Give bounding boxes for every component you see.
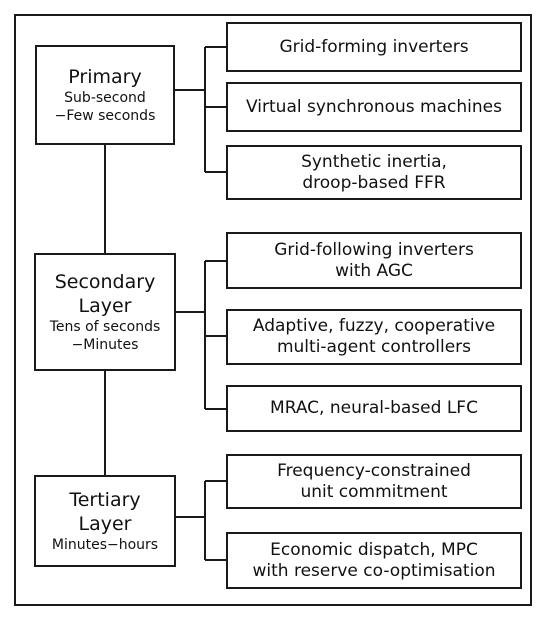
layer-name-line: Primary	[68, 66, 142, 88]
method-box-secondary-3: MRAC, neural-based LFC	[226, 385, 522, 432]
layer-name-line: Layer	[78, 295, 132, 317]
layer-name-secondary: Secondary Layer	[55, 270, 156, 318]
method-line: Synthetic inertia,	[301, 151, 447, 172]
method-line: with AGC	[335, 260, 413, 281]
layer-timescale-secondary: Tens of seconds −Minutes	[50, 318, 161, 354]
method-box-tertiary-2: Economic dispatch, MPC with reserve co-o…	[226, 532, 522, 589]
method-line: droop-based FFR	[302, 172, 446, 193]
method-line: Economic dispatch, MPC	[270, 539, 478, 560]
layer-box-primary: Primary Sub-second −Few seconds	[35, 45, 175, 145]
layer-timescale-primary: Sub-second −Few seconds	[55, 89, 156, 125]
method-box-secondary-1: Grid-following inverters with AGC	[226, 232, 522, 289]
layer-timescale-tertiary: Minutes−hours	[52, 536, 158, 554]
layer-name-line: Layer	[78, 513, 132, 535]
method-box-tertiary-1: Frequency-constrained unit commitment	[226, 454, 522, 509]
layer-name-line: Tertiary	[69, 489, 141, 511]
layer-name-line: Secondary	[54, 271, 156, 293]
layer-name-primary: Primary	[68, 65, 141, 89]
layer-name-tertiary: Tertiary Layer	[69, 488, 140, 536]
method-line: MRAC, neural-based LFC	[270, 398, 478, 418]
method-line: Virtual synchronous machines	[246, 96, 502, 117]
method-box-primary-3: Synthetic inertia, droop-based FFR	[226, 145, 522, 200]
timescale-line: −Few seconds	[54, 108, 156, 124]
method-line: multi-agent controllers	[276, 337, 472, 357]
method-line: unit commitment	[300, 481, 448, 502]
method-line: Adaptive, fuzzy, cooperative	[252, 316, 496, 336]
timescale-line: Minutes−hours	[51, 537, 159, 553]
method-line: Grid-following inverters	[274, 239, 474, 260]
method-box-primary-2: Virtual synchronous machines	[226, 82, 522, 132]
timescale-line: −Minutes	[71, 337, 139, 353]
method-line: Grid-forming inverters	[279, 36, 469, 57]
method-box-primary-1: Grid-forming inverters	[226, 22, 522, 72]
layer-box-tertiary: Tertiary Layer Minutes−hours	[34, 475, 176, 567]
method-line: with reserve co-optimisation	[252, 560, 496, 581]
method-line: Frequency-constrained	[277, 460, 471, 481]
method-box-secondary-2: Adaptive, fuzzy, cooperative multi-agent…	[226, 309, 522, 365]
timescale-line: Tens of seconds	[49, 319, 161, 335]
layer-box-secondary: Secondary Layer Tens of seconds −Minutes	[34, 253, 176, 371]
timescale-line: Sub-second	[64, 90, 146, 106]
